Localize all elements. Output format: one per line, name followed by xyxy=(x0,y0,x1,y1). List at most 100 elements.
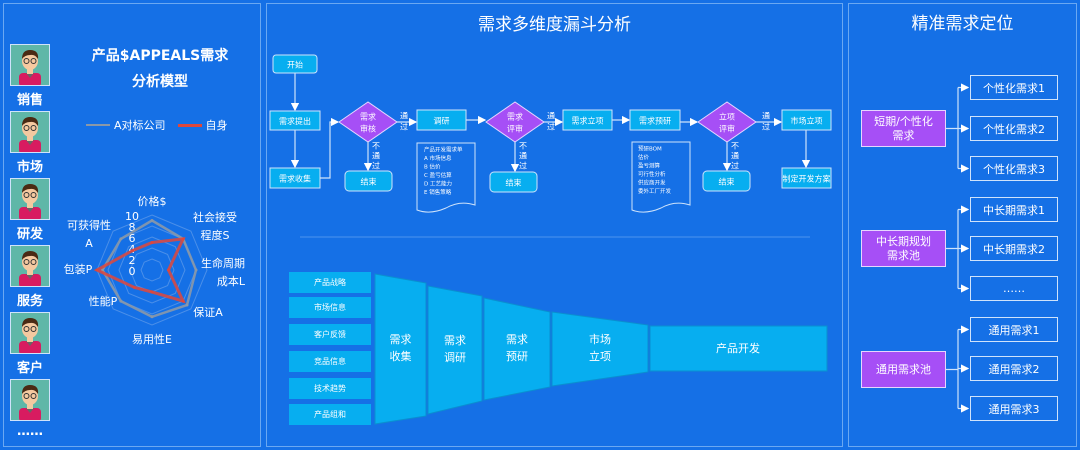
requirement-item[interactable]: 个性化需求1 xyxy=(970,75,1058,100)
document-line: D 工艺能力 xyxy=(424,180,452,188)
collect-node[interactable]: 需求收集 xyxy=(269,167,321,189)
role-label: 客户 xyxy=(16,361,43,376)
fail-label: 过 xyxy=(731,161,739,171)
appeals-title: 产品$APPEALS需求 分析模型 xyxy=(60,43,260,95)
pass-label: 过 xyxy=(547,122,555,132)
requirement-category[interactable]: 通用需求池 xyxy=(861,351,946,388)
radar-axis-label: 保证A xyxy=(193,305,223,319)
title-line: 产品$APPEALS需求 xyxy=(91,48,229,64)
pass-label: 通 xyxy=(762,111,770,121)
preresearch-node[interactable]: 需求预研 xyxy=(629,109,681,131)
radar-point xyxy=(150,315,154,319)
category-label: 短期/个性化 xyxy=(874,114,933,128)
radar-point xyxy=(131,249,135,253)
market-node[interactable]: 市场立项 xyxy=(781,109,832,131)
requirement-item[interactable]: 个性化需求3 xyxy=(970,156,1058,181)
funnel-stage: 市场立项 xyxy=(551,311,649,387)
pass-label: 过 xyxy=(762,122,770,132)
document-line: 供应商开发 xyxy=(638,179,666,187)
preresearch-node-label: 需求预研 xyxy=(639,116,671,126)
person-avatar-icon xyxy=(10,245,50,287)
radar-point xyxy=(167,268,170,272)
funnel-stage-label: 需求 xyxy=(444,334,466,347)
requirement-item[interactable]: 通用需求1 xyxy=(970,317,1058,342)
radar-point xyxy=(181,237,185,241)
requirement-category[interactable]: 短期/个性化需求 xyxy=(861,110,946,147)
document-line: E 销售策略 xyxy=(424,188,452,196)
plan-node[interactable]: 制定开发方案 xyxy=(781,167,832,189)
end-node-label: 结束 xyxy=(361,177,377,187)
plan-node-label: 制定开发方案 xyxy=(783,174,831,184)
radar-axis-label: 成本L xyxy=(217,274,246,288)
radar-point xyxy=(119,299,123,303)
review-decision-label: 需求 xyxy=(360,112,376,122)
requirement-item[interactable]: 中长期需求2 xyxy=(970,236,1058,261)
end-node[interactable]: 结束 xyxy=(344,170,393,192)
legend-swatch-self xyxy=(177,123,202,127)
end-node-label: 结束 xyxy=(506,178,522,188)
end-node-label: 结束 xyxy=(719,177,735,187)
project-decision-label: 立项 xyxy=(719,112,735,122)
requirement-source: 产品组和 xyxy=(289,404,371,425)
radar-tick-label: 0 xyxy=(129,265,136,278)
funnel-final: 产品开发 xyxy=(649,325,828,372)
radar-axis-label: 性能P xyxy=(89,294,118,308)
role-label: 市场 xyxy=(16,160,43,175)
approve-node[interactable]: 需求立项 xyxy=(562,109,613,131)
radar-point xyxy=(150,219,154,222)
start-node[interactable]: 开始 xyxy=(272,54,318,74)
research-node-label: 调研 xyxy=(434,117,450,126)
legend-swatch-competitor xyxy=(86,124,110,126)
radar-point xyxy=(181,299,185,303)
funnel-stage-label: 市场 xyxy=(589,332,611,346)
role-label: 服务 xyxy=(16,294,43,309)
person-avatar-icon xyxy=(10,312,50,354)
preresearch-document-shape xyxy=(631,141,691,213)
document-line: 可行性分析 xyxy=(638,170,666,178)
requirement-item[interactable]: 个性化需求2 xyxy=(970,116,1058,141)
end-node[interactable]: 结束 xyxy=(702,170,751,192)
fail-label: 通 xyxy=(372,151,380,161)
radar-tick-label: 10 xyxy=(125,210,139,223)
radar-axis-label: 易用性E xyxy=(132,332,172,346)
research-node[interactable]: 调研 xyxy=(416,109,467,131)
radar-axis-label: 价格$ xyxy=(138,194,167,208)
funnel-final-label: 产品开发 xyxy=(716,341,760,355)
radar-tick-label: 6 xyxy=(129,232,136,245)
pass-label: 通 xyxy=(400,111,408,121)
fail-label: 过 xyxy=(519,161,527,171)
category-label: 通用需求池 xyxy=(876,362,931,376)
document-line: 预研BOM xyxy=(638,145,662,153)
left-panel xyxy=(3,3,261,447)
document-line: B 估价 xyxy=(424,163,441,171)
market-node-label: 市场立项 xyxy=(791,116,823,126)
radar-point xyxy=(95,268,99,272)
project-decision-label: 评审 xyxy=(719,124,735,134)
requirement-source: 技术趋势 xyxy=(289,378,371,399)
end-node[interactable]: 结束 xyxy=(489,171,538,193)
document-line: 盈亏测算 xyxy=(638,162,661,170)
requirement-item[interactable]: 中长期需求1 xyxy=(970,197,1058,222)
person-avatar-icon xyxy=(10,379,50,421)
document-line: 委外工厂开发 xyxy=(638,187,672,195)
pass-label: 过 xyxy=(400,122,408,132)
submit-node[interactable]: 需求提出 xyxy=(269,110,321,131)
start-node-label: 开始 xyxy=(287,60,303,70)
requirement-item[interactable]: 通用需求3 xyxy=(970,396,1058,421)
radar-point xyxy=(185,303,189,307)
requirement-item[interactable]: …… xyxy=(970,276,1058,301)
radar-axis-label: 社会接受 xyxy=(193,210,237,224)
category-label: 需求 xyxy=(892,128,915,142)
person-avatar-icon xyxy=(10,111,50,153)
requirement-item[interactable]: 通用需求2 xyxy=(970,356,1058,381)
category-label: 需求池 xyxy=(887,248,920,262)
legend-label: 自身 xyxy=(205,119,228,132)
requirement-source: 竞品信息 xyxy=(289,351,371,372)
approve-node-label: 需求立项 xyxy=(572,116,604,126)
middle-panel xyxy=(266,3,843,447)
radar-point xyxy=(150,290,154,294)
requirement-category[interactable]: 中长期规划需求池 xyxy=(861,230,946,267)
